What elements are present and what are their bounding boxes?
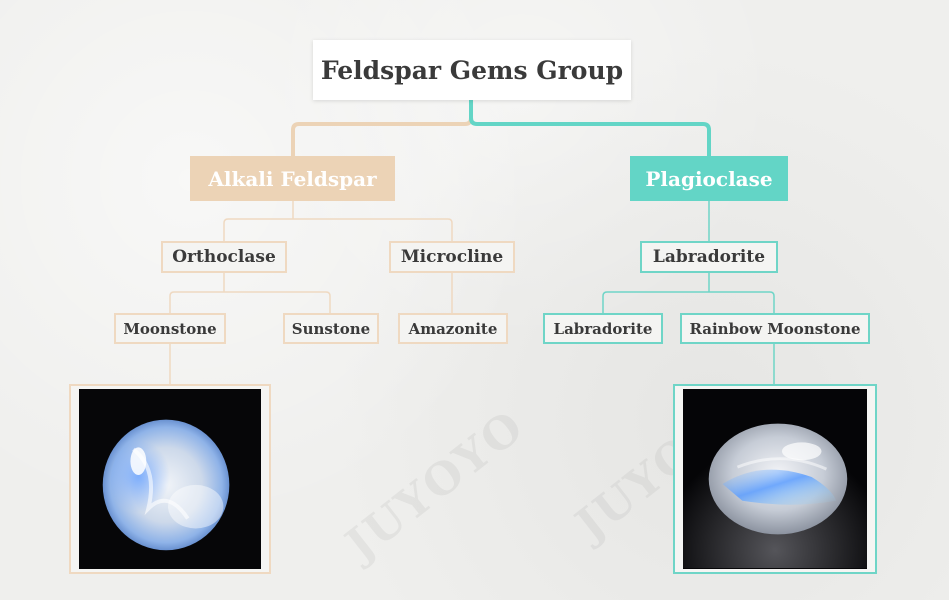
sunstone-node: Sunstone xyxy=(283,313,379,344)
rainbow-moonstone-gem-image xyxy=(683,389,867,569)
labradorite-group-node: Labradorite xyxy=(640,241,778,273)
plagioclase-node: Plagioclase xyxy=(630,156,788,201)
rainbow-moonstone-photo xyxy=(673,384,877,574)
amazonite-node: Amazonite xyxy=(398,313,508,344)
alkali-feldspar-node: Alkali Feldspar xyxy=(190,156,395,201)
root-node: Feldspar Gems Group xyxy=(313,40,631,100)
orthoclase-node: Orthoclase xyxy=(161,241,287,273)
labradorite-node: Labradorite xyxy=(543,313,663,344)
rainbow-moonstone-node: Rainbow Moonstone xyxy=(680,313,870,344)
microcline-node: Microcline xyxy=(389,241,515,273)
moonstone-photo xyxy=(69,384,271,574)
moonstone-gem-image xyxy=(79,389,261,569)
moonstone-node: Moonstone xyxy=(114,313,226,344)
